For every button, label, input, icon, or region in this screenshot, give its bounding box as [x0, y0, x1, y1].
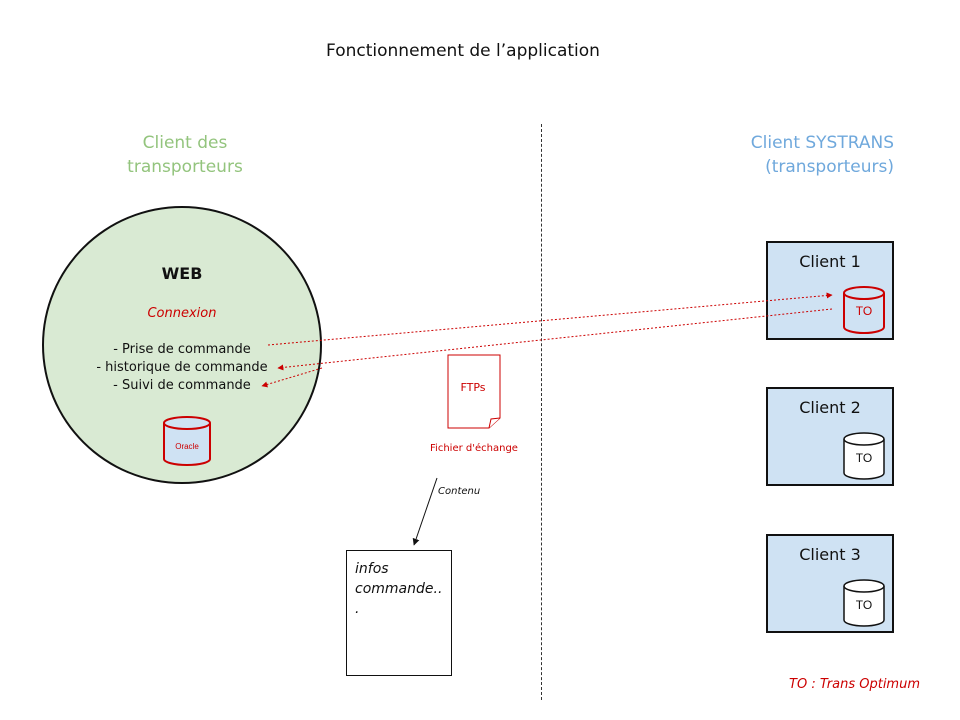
- web-feature-order-tracking: - Suivi de commande: [113, 378, 251, 393]
- order-info-line-1: infos: [355, 561, 389, 577]
- web-login-label: Connexion: [147, 306, 217, 321]
- client-3-database-label: TO: [856, 598, 872, 612]
- client-label-3: Client 3: [799, 545, 861, 564]
- arrow-file-to-content: [412, 477, 438, 546]
- client-label-2: Client 2: [799, 398, 861, 417]
- arrow-history-to-tracking: [261, 367, 323, 388]
- order-info-line-3: .: [355, 601, 360, 617]
- section-divider: [541, 124, 542, 700]
- page-title: Fonctionnement de l’application: [326, 41, 600, 61]
- client-2-database-label: TO: [856, 451, 872, 465]
- client-3-database-icon: TO: [843, 579, 885, 627]
- section-header-right: Client SYSTRANS (transporteurs): [700, 131, 894, 179]
- arrow-web-to-client1: [267, 292, 833, 346]
- client-label-1: Client 1: [799, 252, 861, 271]
- order-info-document: infos commande.. .: [346, 550, 452, 676]
- client-2-database-icon: TO: [843, 432, 885, 480]
- section-header-right-line1: Client SYSTRANS: [750, 133, 894, 153]
- exchange-file-label: Fichier d'échange: [430, 443, 518, 454]
- section-header-left-line2: transporteurs: [127, 157, 243, 177]
- web-app-node: [42, 206, 322, 484]
- ftp-file-icon: [447, 354, 501, 429]
- web-feature-order-history: - historique de commande: [96, 360, 268, 375]
- client-1-database-icon: TO: [843, 286, 885, 334]
- section-header-left-line1: Client des: [142, 133, 228, 153]
- oracle-database-label: Oracle: [175, 442, 199, 451]
- section-header-left: Client des transporteurs: [100, 131, 270, 179]
- client-1-database-label: TO: [856, 304, 872, 318]
- web-feature-order-entry: - Prise de commande: [113, 342, 251, 357]
- oracle-database-icon: Oracle: [163, 416, 211, 466]
- legend: TO : Trans Optimum: [789, 677, 920, 692]
- ftp-file-label: FTPs: [460, 381, 486, 394]
- content-arrow-label: Contenu: [438, 486, 481, 497]
- section-header-right-line2: (transporteurs): [765, 157, 894, 177]
- web-title: WEB: [161, 264, 203, 283]
- order-info-line-2: commande..: [355, 581, 443, 597]
- arrow-client1-to-history: [277, 308, 833, 371]
